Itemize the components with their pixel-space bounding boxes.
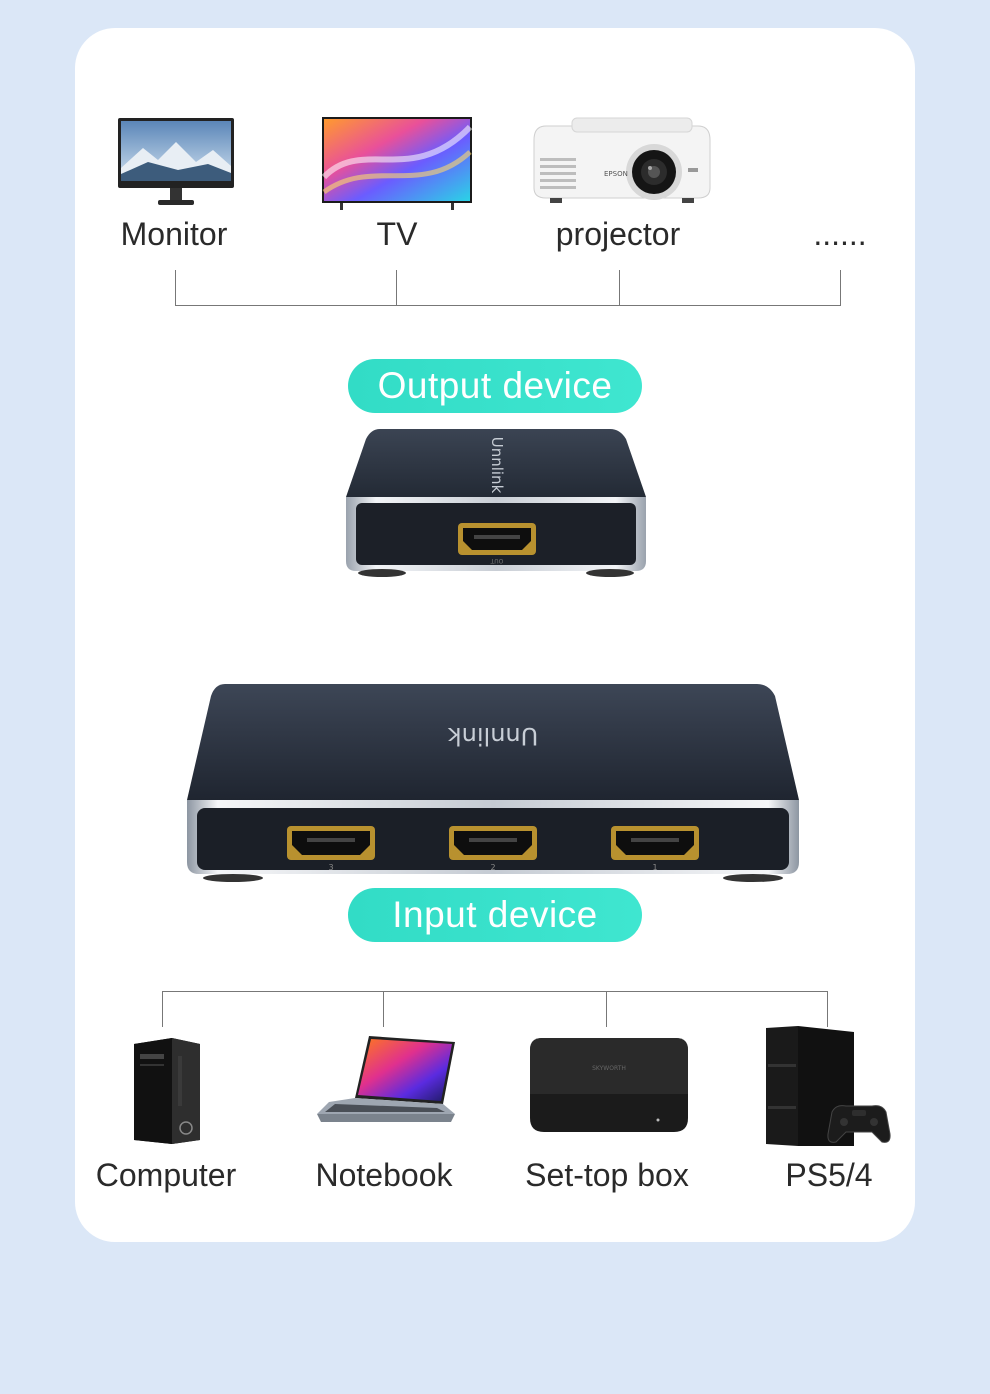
output-label-more: ...... — [813, 216, 867, 252]
input-label-notebook: Notebook — [315, 1157, 453, 1193]
input-label-set-top-box: Set-top box — [525, 1157, 689, 1193]
projector-icon: EPSON — [533, 117, 711, 203]
switch-input-side: Unnlink 3 2 1 — [187, 684, 799, 882]
output-label-monitor: Monitor — [120, 216, 228, 252]
input-connector-v1 — [162, 991, 163, 1027]
input-connector-v4 — [827, 991, 828, 1027]
monitor-icon — [118, 118, 234, 205]
input-connector-v3 — [606, 991, 607, 1027]
switch-brand-top: Unnlink — [448, 722, 539, 750]
projector-brand: EPSON — [604, 170, 628, 178]
output-connector-v4 — [840, 270, 841, 306]
set-top-box-icon: SKYWORTH — [530, 1038, 688, 1132]
input-device-badge: Input device — [348, 888, 642, 942]
game-console-icon — [766, 1026, 891, 1146]
output-connector-v2 — [396, 270, 397, 306]
settop-brand: SKYWORTH — [592, 1065, 626, 1072]
computer-tower-icon — [134, 1038, 200, 1144]
output-connector-h — [175, 305, 841, 306]
output-label-tv: TV — [376, 216, 418, 252]
port-label-3: 3 — [328, 863, 333, 872]
switch-output-side: OUT Unnlink — [346, 429, 646, 577]
output-device-badge: Output device — [348, 359, 642, 413]
input-connector-h — [162, 991, 828, 992]
port-label-2: 2 — [490, 863, 495, 872]
output-connector-v3 — [619, 270, 620, 306]
input-label-ps: PS5/4 — [785, 1157, 873, 1193]
switch-brand-back: Unnlink — [488, 437, 506, 494]
input-connector-v2 — [383, 991, 384, 1027]
port-label-1: 1 — [652, 863, 657, 872]
notebook-icon — [317, 1036, 455, 1122]
tv-icon — [322, 117, 472, 210]
input-label-computer: Computer — [95, 1157, 237, 1193]
output-connector-v1 — [175, 270, 176, 306]
out-port-label: OUT — [490, 557, 503, 564]
output-label-projector: projector — [555, 216, 681, 252]
